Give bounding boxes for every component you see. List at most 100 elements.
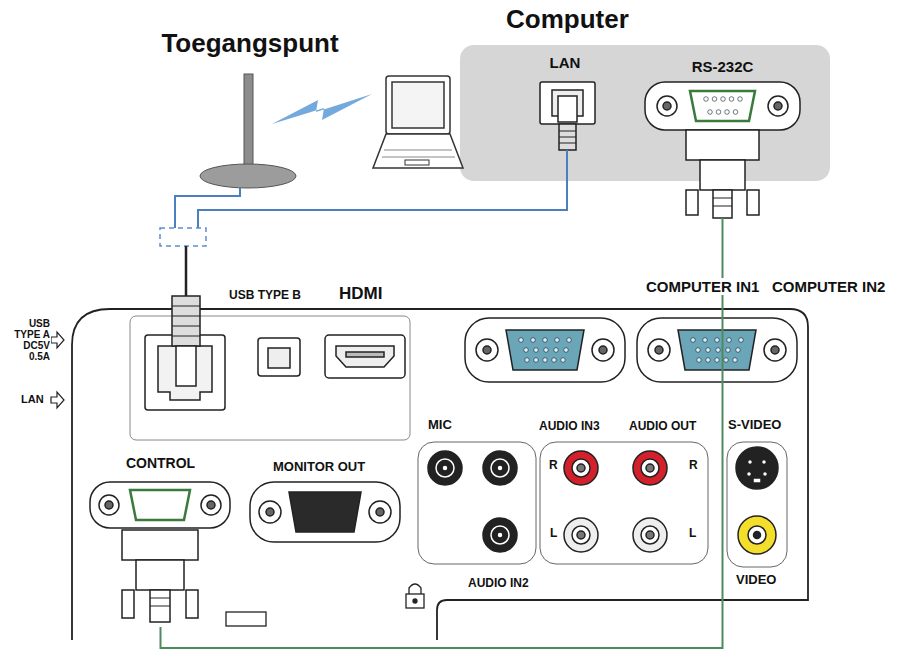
port-label: AUDIO IN2 bbox=[467, 577, 530, 591]
port-label: VIDEO bbox=[735, 573, 777, 588]
audio-jack bbox=[483, 451, 517, 485]
connector-pins bbox=[534, 358, 539, 363]
monitor-out-port bbox=[250, 482, 400, 542]
port-label: COMPUTER IN1 bbox=[645, 278, 760, 295]
vga-port bbox=[599, 346, 607, 354]
video-jack bbox=[738, 516, 776, 554]
port-label: R bbox=[688, 459, 699, 473]
port-label: MIC bbox=[427, 418, 453, 433]
computer-group: ComputerLANRS-232C bbox=[460, 4, 830, 182]
audio-jack bbox=[572, 526, 590, 544]
monitor-out-port bbox=[259, 501, 281, 523]
audio-jack bbox=[436, 459, 454, 477]
security-lock bbox=[409, 584, 421, 594]
audio-jack bbox=[442, 465, 448, 471]
monitor-out-port bbox=[250, 482, 400, 542]
audio-jack bbox=[577, 464, 585, 472]
security-lock bbox=[413, 599, 417, 603]
control-port bbox=[207, 501, 215, 509]
connector-pins bbox=[716, 348, 721, 353]
lan-jack bbox=[158, 346, 212, 400]
laptop bbox=[405, 160, 429, 165]
connector-pins bbox=[555, 338, 560, 343]
connector-pins bbox=[691, 338, 696, 343]
serial-plug bbox=[713, 198, 732, 206]
video-jack bbox=[748, 460, 753, 465]
audio-jack bbox=[646, 531, 654, 539]
audio-jack bbox=[491, 459, 509, 477]
audio-jack bbox=[564, 518, 598, 552]
lan-port bbox=[559, 131, 576, 143]
serial-plug bbox=[122, 530, 198, 560]
vga-port bbox=[678, 330, 756, 370]
audio-jack bbox=[497, 532, 503, 538]
connector-pins bbox=[697, 358, 702, 363]
side-arrow bbox=[51, 392, 64, 408]
control-port bbox=[130, 490, 190, 520]
port-label: R bbox=[548, 459, 559, 473]
control-port bbox=[105, 501, 113, 509]
port-group-outline bbox=[418, 442, 536, 564]
connector-pins bbox=[708, 110, 713, 115]
connector-pins bbox=[524, 348, 529, 353]
serial-plug bbox=[713, 190, 732, 218]
port-label: S-VIDEO bbox=[727, 418, 782, 433]
port-label: LAN bbox=[528, 54, 602, 71]
rs232c-port bbox=[657, 96, 677, 116]
serial-cable bbox=[161, 218, 723, 648]
audio-jack bbox=[646, 464, 654, 472]
audio-jack bbox=[641, 526, 659, 544]
lan-jack bbox=[172, 296, 200, 346]
access-point-box: Toegangspunt bbox=[120, 28, 380, 196]
video-jack bbox=[748, 526, 766, 544]
security-lock bbox=[406, 594, 424, 608]
port-label: COMPUTER IN2 bbox=[771, 278, 886, 295]
port-label: CONTROL bbox=[88, 455, 233, 471]
video-jack bbox=[747, 472, 752, 477]
serial-plug bbox=[150, 590, 170, 622]
connector-pins bbox=[703, 338, 708, 343]
vga-port bbox=[637, 318, 797, 382]
video-jack bbox=[763, 472, 768, 477]
serial-plug bbox=[150, 598, 170, 606]
group-heading: Computer bbox=[460, 4, 830, 35]
port-label: AUDIO OUT bbox=[628, 420, 697, 434]
security-lock bbox=[406, 584, 424, 608]
lan-port bbox=[540, 82, 595, 150]
port-group-outline bbox=[727, 442, 787, 567]
lan-cable bbox=[198, 150, 567, 228]
rs232c-port bbox=[768, 96, 788, 116]
connector-pins bbox=[696, 348, 701, 353]
video-jack bbox=[753, 478, 761, 483]
lan-cable bbox=[175, 188, 240, 228]
cable-junction bbox=[160, 228, 206, 246]
rs232c-port bbox=[645, 82, 800, 130]
video-jack bbox=[762, 460, 767, 465]
hdmi-port bbox=[325, 335, 405, 378]
serial-plug bbox=[686, 190, 698, 215]
projector-panel bbox=[72, 309, 808, 640]
serial-plug bbox=[686, 130, 759, 160]
connector-pins bbox=[706, 348, 711, 353]
audio-jack bbox=[491, 526, 509, 544]
connector-pins bbox=[552, 358, 557, 363]
access-point bbox=[244, 74, 253, 174]
connector-pins bbox=[739, 338, 744, 343]
lan-port bbox=[540, 82, 595, 124]
connector-pins bbox=[525, 358, 530, 363]
hdmi-port bbox=[336, 346, 394, 367]
connector-pins bbox=[543, 338, 548, 343]
monitor-out-port bbox=[376, 508, 384, 516]
serial-plug bbox=[136, 560, 184, 590]
laptop bbox=[373, 76, 463, 168]
vga-port bbox=[592, 339, 614, 361]
lan-jack bbox=[145, 296, 225, 410]
connector-pins bbox=[729, 97, 734, 102]
connector-pins bbox=[564, 348, 569, 353]
vga-port bbox=[771, 346, 779, 354]
wireless-signal bbox=[272, 94, 372, 124]
connector-pins bbox=[706, 358, 711, 363]
